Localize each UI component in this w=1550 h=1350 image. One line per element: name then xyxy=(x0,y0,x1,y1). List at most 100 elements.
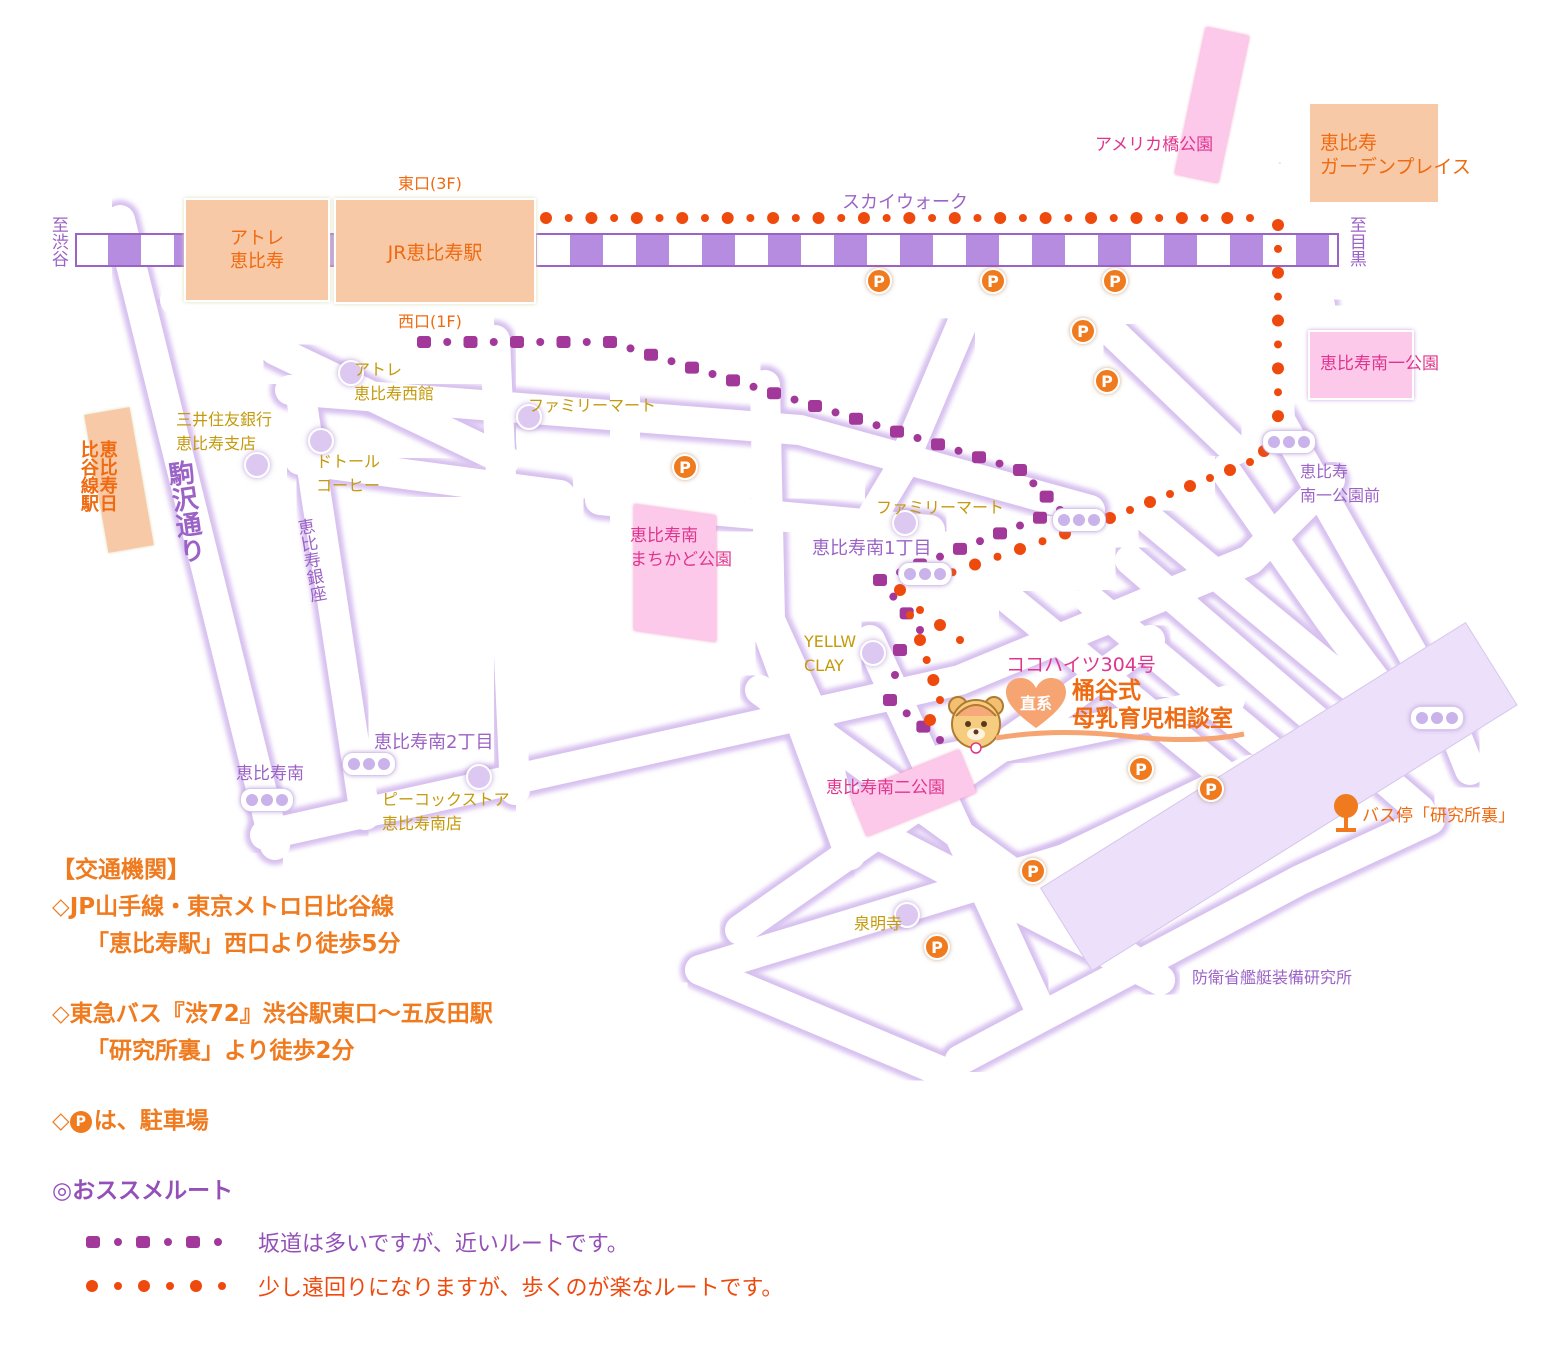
destination-badge: 直系 xyxy=(1020,694,1053,713)
steep-route-mark xyxy=(708,370,717,378)
easy-route-mark xyxy=(928,214,937,222)
to-meguro-label: 至目黒 xyxy=(1345,216,1366,267)
easy-route-mark xyxy=(1274,388,1282,397)
legend-route-easy-text: 少し遠回りになりますが、歩くのが楽なルートです。 xyxy=(258,1276,784,1301)
railway-stripe xyxy=(108,235,141,265)
steep-route-mark xyxy=(626,344,635,353)
road xyxy=(105,205,290,860)
easy-route-mark xyxy=(903,212,916,224)
yellow-clay-label-1: YELLW xyxy=(804,632,857,651)
easy-route-mark xyxy=(906,611,914,619)
easy-route-mark xyxy=(993,552,1002,561)
easy-route-mark xyxy=(922,656,931,664)
parking-icon: P xyxy=(1070,318,1096,344)
steep-route-mark xyxy=(873,574,887,586)
easy-route-mark xyxy=(927,674,940,686)
easy-route-mark xyxy=(1038,537,1047,546)
easy-route-mark xyxy=(1272,410,1284,423)
easy-route-mark xyxy=(1064,214,1073,222)
legend-recommended-heading: ◎おススメルート xyxy=(52,1178,234,1204)
steep-route-mark xyxy=(417,336,431,348)
easy-route-mark xyxy=(1272,362,1284,375)
steep-route-mark xyxy=(849,412,863,425)
easy-route-mark xyxy=(1014,543,1026,555)
atre-west-label-1: アトレ xyxy=(354,360,403,379)
road xyxy=(855,290,985,535)
easy-route-mark xyxy=(857,212,870,224)
legend-line-4: 「研究所裏」より徒歩2分 xyxy=(86,1038,355,1064)
bus-stop-pin-icon xyxy=(1334,794,1358,818)
road xyxy=(260,335,520,475)
easy-route-mark xyxy=(924,714,936,726)
railway-stripe xyxy=(702,235,735,265)
legend-route-easy: 少し遠回りになりますが、歩くのが楽なルートです。 xyxy=(84,1270,783,1302)
steep-route-mark xyxy=(954,446,963,455)
steep-route-mark xyxy=(1013,464,1027,476)
steep-route-mark xyxy=(749,382,758,391)
legend-line-3: ◇東急バス『渋72』渋谷駅東口～五反田駅 xyxy=(52,1001,493,1027)
america-bashi-park-label: アメリカ橋公園 xyxy=(1095,135,1214,155)
easy-route-mark xyxy=(1246,458,1254,466)
west-exit-label: 西口(1F) xyxy=(398,312,462,331)
road xyxy=(1095,315,1250,465)
road xyxy=(480,325,530,805)
legend-parking-icon: P xyxy=(69,1110,92,1133)
steep-route-mark xyxy=(831,408,840,417)
steep-route-mark xyxy=(890,425,904,438)
steep-route-mark xyxy=(667,357,676,366)
legend-line-1: ◇JP山手線・東京メトロ日比谷線 xyxy=(52,894,395,920)
road xyxy=(1135,505,1395,725)
parking-icon: P xyxy=(672,454,698,480)
easy-route-mark xyxy=(1206,474,1214,482)
ebisu-minami-bus-stop-label: 恵比寿南 xyxy=(236,764,304,784)
easy-route-mark xyxy=(914,634,926,646)
doutor-dot xyxy=(308,428,334,454)
easy-route-mark xyxy=(1274,292,1282,301)
minami1chome-bus-stop-icon xyxy=(1052,508,1106,532)
garden-place-label-1: 恵比寿 xyxy=(1320,132,1378,154)
bus-stop-pin-base xyxy=(1336,828,1356,832)
easy-route-mark xyxy=(767,212,780,224)
jr-ebisu-station-label: JR恵比寿駅 xyxy=(387,241,483,264)
easy-route-mark xyxy=(969,558,981,571)
railway-stripe xyxy=(570,235,603,265)
minami1-bus-stop-label-2: 南一公園前 xyxy=(1300,486,1381,505)
garden-place-building xyxy=(1310,104,1438,202)
railway-stripe xyxy=(768,235,801,265)
steep-route-mark xyxy=(1016,521,1024,530)
minami2-chome-label: 恵比寿南2丁目 xyxy=(374,732,494,753)
legend: 【交通機関】 ◇JP山手線・東京メトロ日比谷線 「恵比寿駅」西口より徒歩5分 ◇… xyxy=(52,852,493,1210)
easy-route-mark xyxy=(585,212,598,224)
familymart2-dot xyxy=(892,510,918,536)
legend-line-2: 「恵比寿駅」西口より徒歩5分 xyxy=(86,931,401,957)
steep-route-mark xyxy=(995,459,1004,468)
to-shibuya-label: 至渋谷 xyxy=(47,216,68,267)
peacock-label-2: 恵比寿南店 xyxy=(382,814,463,833)
railway-stripe xyxy=(1032,235,1065,265)
destination-name-1: 桶谷式 xyxy=(1072,678,1141,704)
easy-route-mark xyxy=(948,212,961,224)
easy-route-mark xyxy=(812,212,825,224)
road xyxy=(925,685,1245,775)
easy-route-mark xyxy=(1184,480,1196,492)
railway-stripe xyxy=(900,235,933,265)
railway-stripe xyxy=(636,235,669,265)
railway-stripe xyxy=(1164,235,1197,265)
steep-route-mark xyxy=(726,374,740,387)
easy-route-mark xyxy=(934,619,946,631)
railway-stripe xyxy=(1296,235,1329,265)
easy-route-mark xyxy=(1272,219,1284,231)
legend-parking-text: は、駐車場 xyxy=(93,1108,209,1134)
easy-route-mark xyxy=(1274,340,1282,349)
easy-route-mark xyxy=(1126,506,1134,514)
steep-route-mark xyxy=(767,387,781,400)
steep-route-mark xyxy=(443,338,452,346)
east-exit-label: 東口(3F) xyxy=(398,174,462,193)
steep-route-swatch xyxy=(86,1236,222,1248)
ebisu-minami1-park xyxy=(1308,330,1414,400)
ebisu-minami-bus-stop-icon xyxy=(240,788,294,812)
familymart1-dot xyxy=(516,404,542,430)
easy-route-mark xyxy=(973,214,982,222)
steep-route-mark xyxy=(582,338,591,346)
easy-route-mark xyxy=(1246,214,1254,222)
